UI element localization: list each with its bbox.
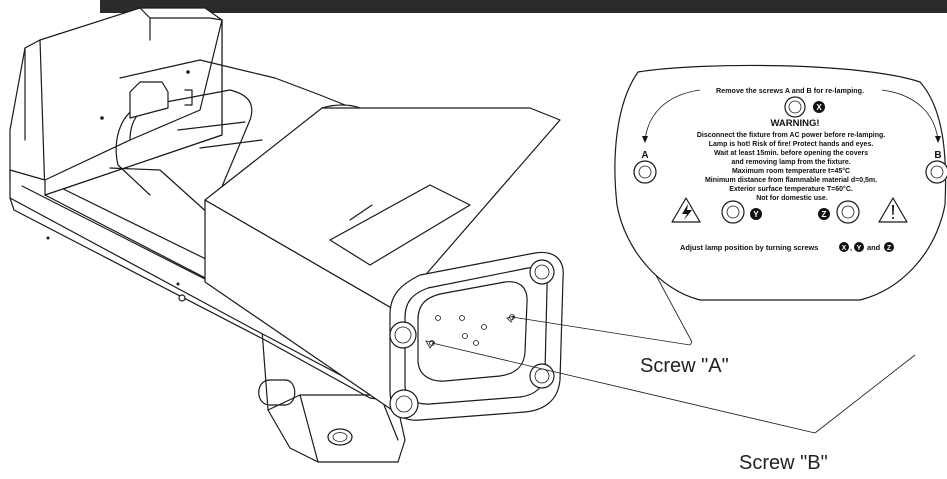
bottom-z-letter: Z <box>887 245 892 252</box>
callout-leaders <box>425 254 916 434</box>
warning-line: Exterior surface temperature T=60°C. <box>729 185 853 193</box>
plate-screw-x-ring <box>784 96 806 118</box>
warning-line: Not for domestic use. <box>756 195 828 202</box>
plate-screw-y-ring <box>721 200 745 224</box>
corner-knob <box>529 363 555 389</box>
plate-screw-z-letter: Z <box>822 210 827 219</box>
fixture-illustration <box>9 7 916 463</box>
warning-line: Disconnect the fixture from AC power bef… <box>697 132 885 139</box>
bottom-and: and <box>867 243 881 252</box>
bottom-sep: , <box>850 243 852 252</box>
plate-warning-text: Disconnect the fixture from AC power bef… <box>697 132 887 202</box>
bottom-x-letter: X <box>842 245 847 252</box>
plate-top-line: Remove the screws A and B for re-lamping… <box>716 86 864 95</box>
plate-screw-y-badge <box>750 208 762 220</box>
plate-screw-b-ring <box>925 160 947 184</box>
plate-screw-x-letter: X <box>816 103 822 112</box>
warning-line: Wait at least 15min. before opening the … <box>714 150 868 157</box>
plate-screw-a-ring <box>633 160 657 184</box>
callout-screw-a: Screw "A" <box>640 355 729 377</box>
plate-side-b: B <box>934 150 941 161</box>
plate-screw-z-badge <box>818 208 830 220</box>
warning-line: Maximum room temperature t=45°C <box>732 167 850 175</box>
corner-knob <box>389 321 417 349</box>
general-warning-icon <box>878 197 908 223</box>
corner-knob <box>389 389 419 419</box>
warning-line: Lamp is hot! Risk of fire! Protect hands… <box>709 141 874 148</box>
plate-bottom-line: Adjust lamp position by turning screws <box>680 243 818 252</box>
warning-line: and removing lamp from the fixture. <box>731 159 850 166</box>
plate-warning-title: WARNING! <box>770 118 819 129</box>
bottom-y-letter: Y <box>857 245 862 252</box>
electric-hazard-icon <box>671 197 701 223</box>
warning-line: Minimum distance from flammable material… <box>705 177 877 184</box>
open-compartment <box>44 19 346 216</box>
plate-screw-y-letter: Y <box>753 210 759 219</box>
corner-knob <box>529 259 555 285</box>
warning-label-plate: Remove the screws A and B for re-lamping… <box>614 64 947 301</box>
plate-screw-z-ring <box>836 200 860 224</box>
callout-screw-b: Screw "B" <box>739 452 828 474</box>
plate-screw-x-badge <box>813 101 825 113</box>
header-bar <box>100 0 947 13</box>
plate-side-a: A <box>641 150 648 161</box>
front-face <box>389 251 564 421</box>
